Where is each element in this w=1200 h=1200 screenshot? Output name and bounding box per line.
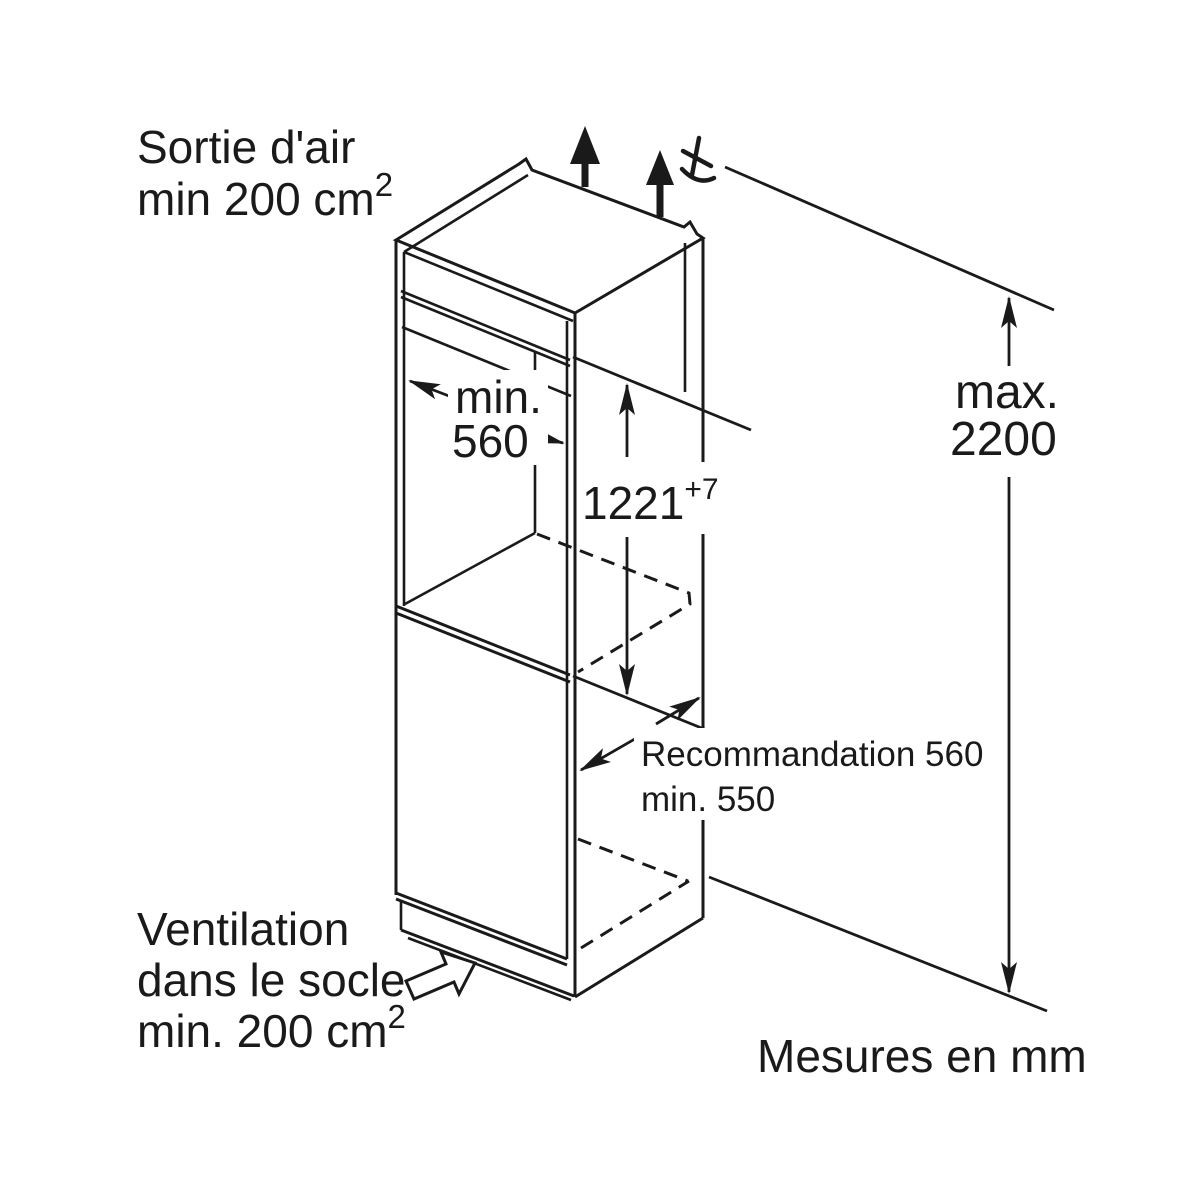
- cabinet-drawing: [392, 156, 706, 1002]
- depth-arrow-upper: [655, 696, 701, 726]
- air-flow-arrow-icon: [646, 150, 674, 217]
- label-gap: [946, 366, 1096, 476]
- niche-width-arrow-left: [408, 379, 450, 400]
- depth-label-line1: Recommandation 560: [641, 735, 983, 774]
- air-slot-edge-2: [400, 295, 571, 368]
- max-height-label-line2: 2200: [950, 413, 1057, 466]
- socle-hidden-back-edge-2: [580, 879, 690, 950]
- depth-label-line2: min. 550: [641, 780, 775, 819]
- niche-width-label-line1: min.: [455, 371, 542, 423]
- niche-height-value: 1221: [582, 477, 684, 529]
- plinth-bottom-edge-2: [407, 936, 572, 1002]
- reference-mark-icon: [679, 135, 717, 183]
- bottom-right-edge: [574, 916, 704, 999]
- depth-arrow-lower: [579, 734, 641, 772]
- top-face-inner-edge: [403, 173, 529, 254]
- plinth-bottom-edge-1: [400, 928, 575, 998]
- niche-floor-left-edge: [404, 531, 536, 606]
- front-top-inner-edge: [403, 250, 574, 323]
- base-vent-arrow-icon: [404, 949, 478, 1001]
- base-vent-label-line1: Ventilation: [137, 903, 349, 955]
- door-bottom-edge-2: [395, 897, 568, 967]
- air-outlet-label-line1: Sortie d'air: [137, 121, 355, 173]
- door-bottom-edge-1: [395, 891, 568, 961]
- niche-width-label-line2: 560: [452, 415, 529, 467]
- niche-height-tolerance: +7: [684, 473, 718, 506]
- dimension-depth: [579, 696, 701, 772]
- niche-floor-front-edge-2: [395, 611, 571, 684]
- units-label: Mesures en mm: [757, 1030, 1087, 1082]
- air-slot-edge-1: [400, 289, 571, 362]
- base-vent-label-line3-text: min. 200 cm: [137, 1005, 388, 1057]
- air-flow-arrow-icon: [570, 126, 600, 187]
- max-height-extension-top: [724, 165, 1055, 312]
- labels: Sortie d'air min 200 cm2 min. 560 1221+7…: [137, 121, 1087, 1082]
- socle-hidden-back-edge-1: [577, 837, 689, 883]
- label-gap: [448, 370, 548, 465]
- max-height-extension-bottom: [708, 875, 1048, 1013]
- dimension-niche-height: [572, 355, 752, 750]
- base-vent-label-line2: dans le socle: [137, 954, 406, 1006]
- label-gap: [634, 728, 1002, 820]
- niche-height-label: 1221+7: [582, 473, 719, 529]
- air-outlet-label-line2: min 200 cm2: [137, 166, 393, 225]
- dimension-max-height: [708, 165, 1055, 1013]
- niche-floor-hidden-back-edge: [536, 532, 692, 674]
- air-outlet-label-superscript: 2: [375, 166, 393, 203]
- base-vent-label-line3: min. 200 cm2: [137, 998, 406, 1057]
- niche-height-extension-top: [572, 355, 752, 432]
- cabinet-top-face: [392, 156, 706, 315]
- niche-floor-front-edge-1: [395, 604, 571, 677]
- max-height-label-line1: max.: [955, 366, 1059, 419]
- air-outlet-label-line2-text: min 200 cm: [137, 173, 375, 225]
- label-gap: [578, 462, 728, 534]
- base-vent-label-superscript: 2: [388, 998, 406, 1035]
- air-flow-arrows: [570, 126, 717, 217]
